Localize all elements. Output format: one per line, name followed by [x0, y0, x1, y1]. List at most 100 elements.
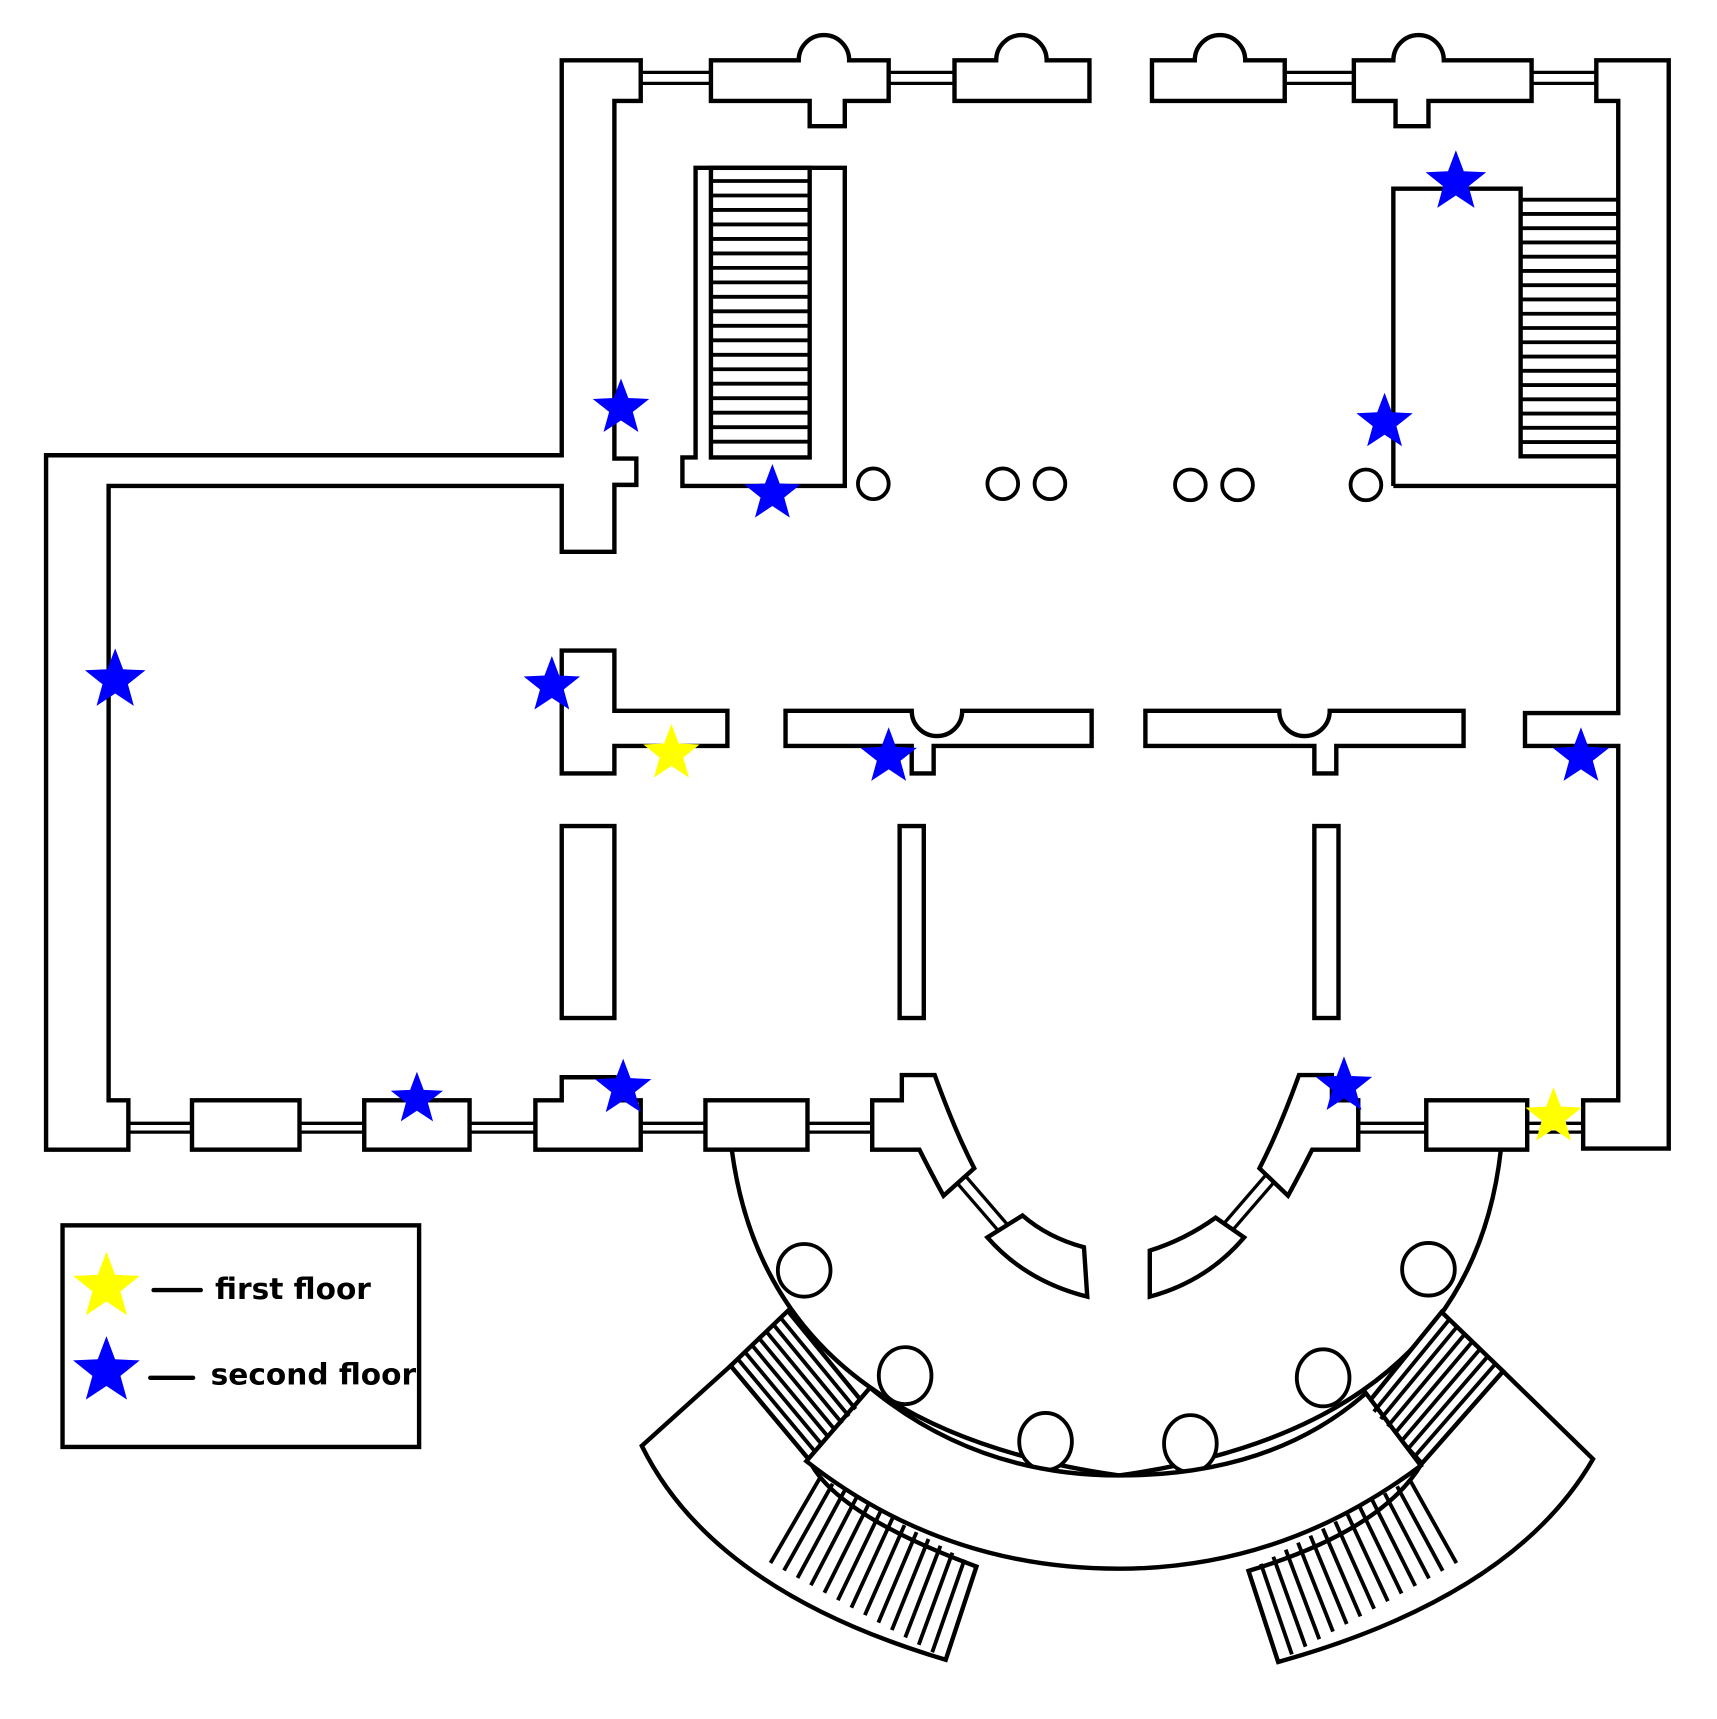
legend-label: second floor: [211, 1357, 417, 1391]
stair-step: [849, 1517, 895, 1609]
rotunda-inner-wall-east: [1147, 1214, 1248, 1300]
central-platform: [803, 1384, 1424, 1571]
stair-step: [757, 1337, 837, 1432]
stair-step: [1372, 1318, 1451, 1413]
stair-step: [1345, 1513, 1390, 1602]
column: [1348, 467, 1384, 503]
stair-step: [795, 1489, 847, 1579]
stair-step: [1379, 1325, 1459, 1421]
stair-step: [863, 1524, 907, 1616]
stair-step: [1271, 1556, 1308, 1648]
stair-step: [1382, 1492, 1431, 1580]
window: [888, 70, 955, 86]
stair-step: [1406, 1355, 1490, 1450]
west-wing-wall: [43, 58, 643, 1152]
stair-step: [822, 1503, 871, 1594]
second-floor-star-icon[interactable]: central partition, niche: [860, 727, 917, 781]
stair-step: [1407, 1478, 1459, 1565]
stair-step: [782, 1482, 835, 1572]
stair-step: [1283, 1549, 1322, 1640]
south-pier: [703, 1098, 810, 1152]
stair-step: [1386, 1333, 1467, 1428]
stair-step: [890, 1538, 931, 1631]
window: [955, 1174, 1009, 1232]
stair-step: [1333, 1520, 1376, 1610]
second-floor-star-icon[interactable]: north-east staircase, top: [1425, 150, 1487, 208]
second-floor-star-icon[interactable]: south facade, central-west pier: [594, 1058, 652, 1113]
stair-step: [1392, 1340, 1474, 1436]
stair-step: [1259, 1563, 1294, 1656]
east-wall: [1522, 58, 1671, 1151]
north-pier: [952, 32, 1092, 104]
stair-landing-east: [1245, 1368, 1596, 1665]
stair-step: [779, 1316, 858, 1411]
second-floor-star-icon[interactable]: south rotunda, east entrance: [1315, 1056, 1373, 1110]
rotunda-portico: [639, 1149, 1596, 1665]
window: [1531, 70, 1597, 86]
stair-step: [1358, 1506, 1404, 1595]
stair-step: [809, 1496, 859, 1587]
pier: [1312, 823, 1341, 1021]
rotunda-west-pier: [870, 1072, 977, 1200]
legend: first floor second floor: [60, 1223, 422, 1450]
second-floor-star-icon[interactable]: central-west partition, north corner: [523, 656, 581, 710]
south-facade: [128, 1072, 1584, 1300]
staircase-north-west: [680, 165, 847, 489]
window: [640, 70, 711, 86]
staircase-north-east: [1391, 186, 1619, 489]
second-floor-star-icon[interactable]: north-west wing, inner wall: [592, 378, 650, 432]
second-floor-star-icon[interactable]: north-east staircase, west wall: [1356, 392, 1413, 447]
star-icon: [73, 1336, 140, 1400]
column: [856, 466, 891, 502]
pier: [897, 823, 926, 1021]
window: [1284, 70, 1354, 86]
stair-step: [876, 1531, 919, 1624]
stair-step: [903, 1545, 943, 1639]
stair-step: [1321, 1527, 1363, 1618]
stair-step: [743, 1350, 824, 1446]
second-floor-star-icon[interactable]: south facade, west pier: [390, 1071, 444, 1122]
stair-step: [1395, 1485, 1445, 1572]
stair-step: [1296, 1542, 1335, 1633]
north-pier: [1351, 32, 1534, 129]
second-floor-star-icon[interactable]: west wing, west wall: [84, 648, 146, 706]
column: [1162, 1413, 1219, 1475]
stair-step: [1413, 1362, 1497, 1458]
south-pier: [1424, 1098, 1530, 1152]
central-partitions: [559, 648, 1466, 1021]
legend-item-first-floor: first floor: [73, 1251, 371, 1316]
window: [1222, 1174, 1276, 1232]
legend-item-second-floor: second floor: [73, 1336, 416, 1400]
stair-step: [930, 1558, 967, 1653]
column: [1032, 466, 1068, 502]
column-row: [856, 466, 1384, 503]
south-pier: [189, 1098, 302, 1152]
stair-step: [1308, 1534, 1349, 1625]
second-floor-star-icon[interactable]: north-west staircase, landing: [744, 464, 801, 518]
first-floor-star-icon[interactable]: south facade, east end window: [1525, 1087, 1582, 1141]
stair-step: [836, 1510, 883, 1602]
second-floor-star-icon[interactable]: east partition, east end: [1552, 727, 1610, 781]
stair-step: [750, 1344, 831, 1439]
north-pier: [1149, 32, 1287, 104]
column: [1173, 467, 1208, 503]
star-icon: [73, 1251, 140, 1316]
location-markers: central-west partition, near corridor op…: [84, 150, 1610, 1141]
partition-west: [559, 648, 730, 776]
column: [1017, 1411, 1074, 1472]
stair-step: [771, 1323, 851, 1418]
pier: [559, 823, 617, 1021]
stair-step: [768, 1475, 823, 1564]
column: [775, 1242, 833, 1299]
outer-walls: [43, 58, 1671, 1152]
column: [1220, 467, 1255, 503]
partition-center-east: [1143, 708, 1466, 776]
column: [1400, 1240, 1457, 1298]
first-floor-star-icon[interactable]: central-west partition, near corridor op…: [643, 724, 700, 778]
column: [985, 466, 1021, 502]
stair-step: [916, 1552, 955, 1646]
partition-center-west: [783, 708, 1094, 776]
north-pier: [708, 32, 891, 129]
column: [1294, 1347, 1352, 1409]
